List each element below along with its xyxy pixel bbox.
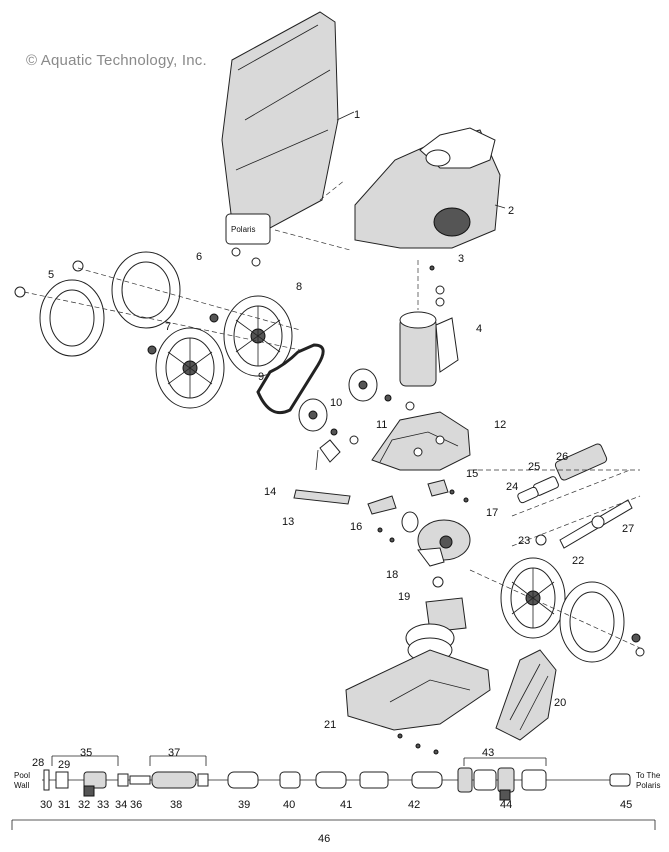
callout-18: 18	[386, 569, 398, 581]
pulley-lower	[298, 398, 328, 432]
callout-26: 26	[556, 451, 568, 463]
callout-19: 19	[398, 591, 410, 603]
bag-brand-mark: Polaris	[231, 225, 255, 234]
callout-33: 33	[97, 799, 109, 811]
callout-6: 6	[196, 251, 202, 263]
sweep-hose-cover	[495, 649, 557, 741]
callout-24: 24	[506, 481, 518, 493]
callout-39: 39	[238, 799, 250, 811]
pool-wall-label-line2: Wall	[14, 781, 29, 790]
left-tire-inner	[111, 251, 181, 329]
callout-38: 38	[170, 799, 182, 811]
callout-13: 13	[282, 516, 294, 528]
callout-37: 37	[168, 747, 180, 759]
callout-35: 35	[80, 747, 92, 759]
callout-12: 12	[494, 419, 506, 431]
drive-belt	[256, 343, 325, 415]
turbine-housing	[399, 311, 459, 387]
drive-train	[401, 511, 471, 567]
left-wheel-rear	[223, 295, 293, 377]
callout-29: 29	[58, 759, 70, 771]
callout-44: 44	[500, 799, 512, 811]
debris-bag: Polaris	[221, 11, 339, 267]
callout-20: 20	[554, 697, 566, 709]
callout-27: 27	[622, 523, 634, 535]
retaining-ring-left-2	[72, 260, 84, 272]
callout-43: 43	[482, 747, 494, 759]
callout-21: 21	[324, 719, 336, 731]
copyright-notice: © Aquatic Technology, Inc.	[26, 52, 207, 69]
hose-nut	[535, 534, 547, 546]
callout-8: 8	[296, 281, 302, 293]
right-wheel	[500, 557, 566, 639]
to-polaris-label-line2: Polaris	[636, 781, 660, 790]
callout-17: 17	[486, 507, 498, 519]
clip-part	[427, 479, 449, 497]
callout-15: 15	[466, 468, 478, 480]
left-wheel-front	[155, 327, 225, 409]
callout-41: 41	[340, 799, 352, 811]
chassis	[371, 411, 471, 471]
hose-swivel-assembly	[517, 443, 608, 504]
callout-16: 16	[350, 521, 362, 533]
callout-10: 10	[330, 397, 342, 409]
callout-23: 23	[518, 535, 530, 547]
callout-42: 42	[408, 799, 420, 811]
callout-45: 45	[620, 799, 632, 811]
callout-11: 11	[376, 419, 387, 431]
pool-wall-label-line1: Pool	[14, 771, 30, 780]
callout-25: 25	[528, 461, 540, 473]
callout-34: 34	[115, 799, 127, 811]
callout-4: 4	[476, 323, 482, 335]
back-up-valve-hose	[559, 499, 633, 549]
callout-3: 3	[458, 253, 464, 265]
callout-14: 14	[264, 486, 276, 498]
o-ring	[432, 576, 444, 588]
left-tire-outer	[39, 279, 105, 357]
callout-22: 22	[572, 555, 584, 567]
callout-40: 40	[283, 799, 295, 811]
drive-bracket	[367, 495, 397, 515]
callout-7: 7	[165, 321, 171, 333]
top-housing	[354, 127, 501, 249]
callout-32: 32	[78, 799, 90, 811]
bumper-strip	[293, 489, 351, 505]
feed-hose-assembly	[42, 767, 631, 801]
callout-28: 28	[32, 757, 44, 769]
callout-9: 9	[258, 371, 264, 383]
callout-31: 31	[58, 799, 70, 811]
to-polaris-label-line1: To The	[636, 771, 661, 780]
lever-pivot	[315, 439, 341, 471]
callout-5: 5	[48, 269, 54, 281]
callout-1: 1	[354, 109, 360, 121]
retaining-ring-left	[14, 286, 26, 298]
callout-36: 36	[130, 799, 142, 811]
callout-labels: 1 2 3 4 5 6 7 8 9 10 11 12 13 14 15 16 1…	[14, 109, 661, 845]
callout-2: 2	[508, 205, 514, 217]
right-tire	[559, 581, 625, 663]
callout-30: 30	[40, 799, 52, 811]
pulley-upper	[348, 368, 378, 402]
bottom-housing	[345, 649, 491, 731]
callout-46: 46	[318, 833, 330, 845]
